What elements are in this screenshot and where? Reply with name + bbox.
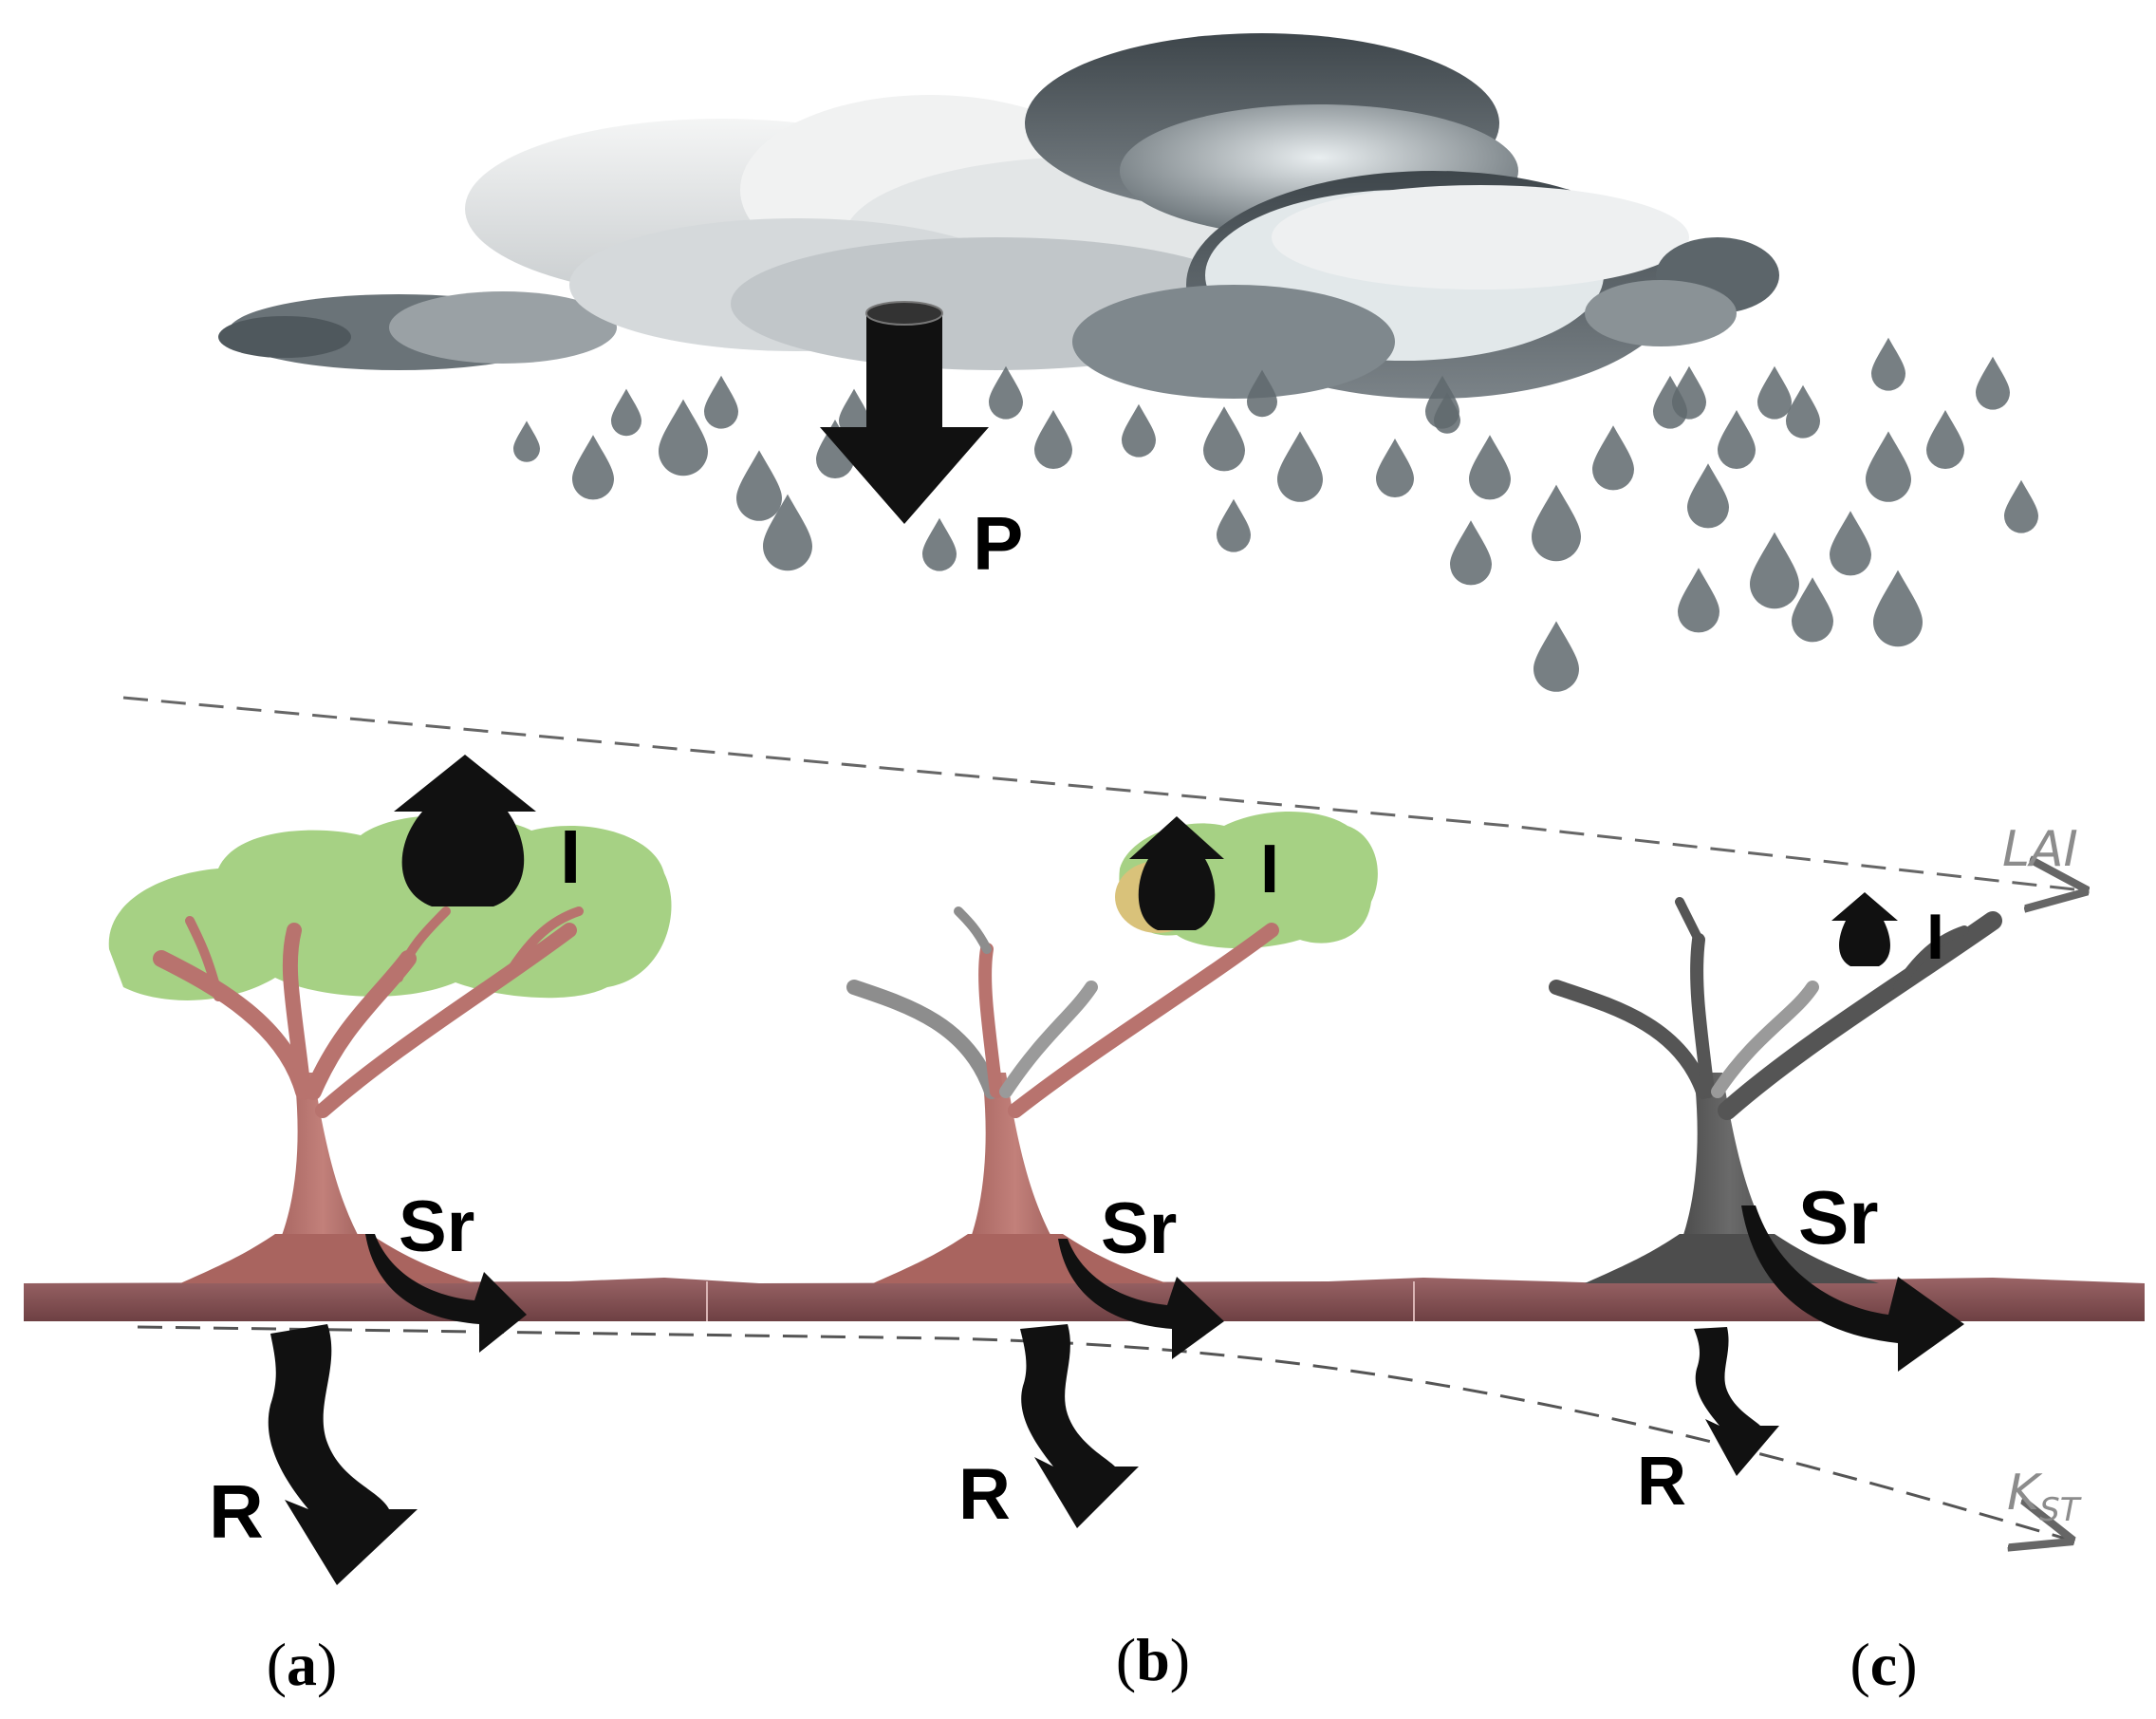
interception-arrow-c — [1831, 892, 1898, 966]
raindrop — [1247, 369, 1277, 418]
raindrop — [2004, 479, 2038, 533]
label-throughfall-a: R — [209, 1469, 264, 1554]
rain-cloud — [218, 33, 1779, 399]
raindrop — [1786, 384, 1820, 439]
raindrop — [513, 420, 540, 462]
label-interception-b: I — [1260, 831, 1279, 907]
interception-arrow-b — [1129, 816, 1224, 930]
soil-surface — [24, 1278, 2145, 1321]
raindrop — [1873, 570, 1924, 647]
raindrop — [1532, 484, 1581, 562]
raindrop — [816, 420, 854, 478]
label-stemflow-c: Sr — [1798, 1175, 1879, 1260]
panel-label-b: (b) — [1116, 1626, 1190, 1693]
throughfall-arrow-b — [1020, 1324, 1139, 1528]
raindrop — [1592, 425, 1634, 491]
precipitation-arrow — [820, 301, 989, 524]
lai-trend-line — [122, 696, 2083, 890]
throughfall-arrow-c — [1694, 1327, 1779, 1476]
raindrop — [1533, 621, 1579, 692]
raindrop — [922, 517, 957, 571]
panel-label-c: (c) — [1849, 1631, 1917, 1698]
raindrop — [1687, 463, 1729, 529]
stemflow-arrow-c — [1741, 1205, 1964, 1372]
raindrop — [1672, 365, 1706, 420]
label-throughfall-b: R — [958, 1454, 1011, 1535]
raindrop — [611, 388, 641, 437]
raindrop — [1871, 337, 1905, 391]
raindrop — [1277, 431, 1323, 502]
raindrop — [989, 365, 1023, 420]
raindrop — [1718, 410, 1756, 469]
raindrop — [1792, 577, 1833, 643]
label-kst-axis: KST — [2007, 1465, 2082, 1529]
raindrops — [513, 337, 2038, 692]
raindrop — [736, 450, 782, 521]
tree-healthy — [108, 814, 672, 1283]
raindrop — [839, 388, 869, 437]
stemflow-arrow-a — [365, 1234, 527, 1353]
raindrop — [1926, 410, 1964, 469]
raindrop — [1450, 520, 1492, 586]
label-interception-a: I — [560, 814, 581, 899]
raindrop — [1434, 392, 1460, 434]
raindrop — [1757, 365, 1792, 420]
raindrop — [1034, 410, 1072, 469]
stemflow-arrow-b — [1058, 1239, 1224, 1359]
raindrop — [1866, 431, 1911, 502]
raindrop — [1376, 439, 1414, 497]
label-throughfall-c: R — [1637, 1444, 1686, 1520]
raindrop — [1122, 403, 1156, 458]
interception-arrow-a — [394, 755, 536, 906]
raindrop — [659, 399, 708, 476]
raindrop — [704, 375, 738, 429]
label-stemflow-a: Sr — [399, 1186, 474, 1267]
raindrop — [1830, 511, 1872, 576]
label-lai-axis: LAI — [2002, 821, 2078, 878]
label-stemflow-b: Sr — [1101, 1188, 1177, 1269]
raindrop — [572, 435, 614, 500]
raindrop — [1750, 532, 1800, 609]
raindrop — [1976, 356, 2010, 410]
throughfall-arrow-a — [268, 1324, 418, 1585]
raindrop — [1469, 435, 1511, 500]
label-precipitation: P — [973, 501, 1023, 586]
label-interception-c: I — [1926, 901, 1944, 973]
raindrop — [1678, 568, 1720, 633]
raindrop — [1217, 498, 1251, 552]
panel-label-a: (a) — [267, 1631, 338, 1698]
kst-trend-line — [137, 1325, 2069, 1540]
raindrop — [763, 494, 812, 571]
raindrop — [1203, 406, 1245, 472]
